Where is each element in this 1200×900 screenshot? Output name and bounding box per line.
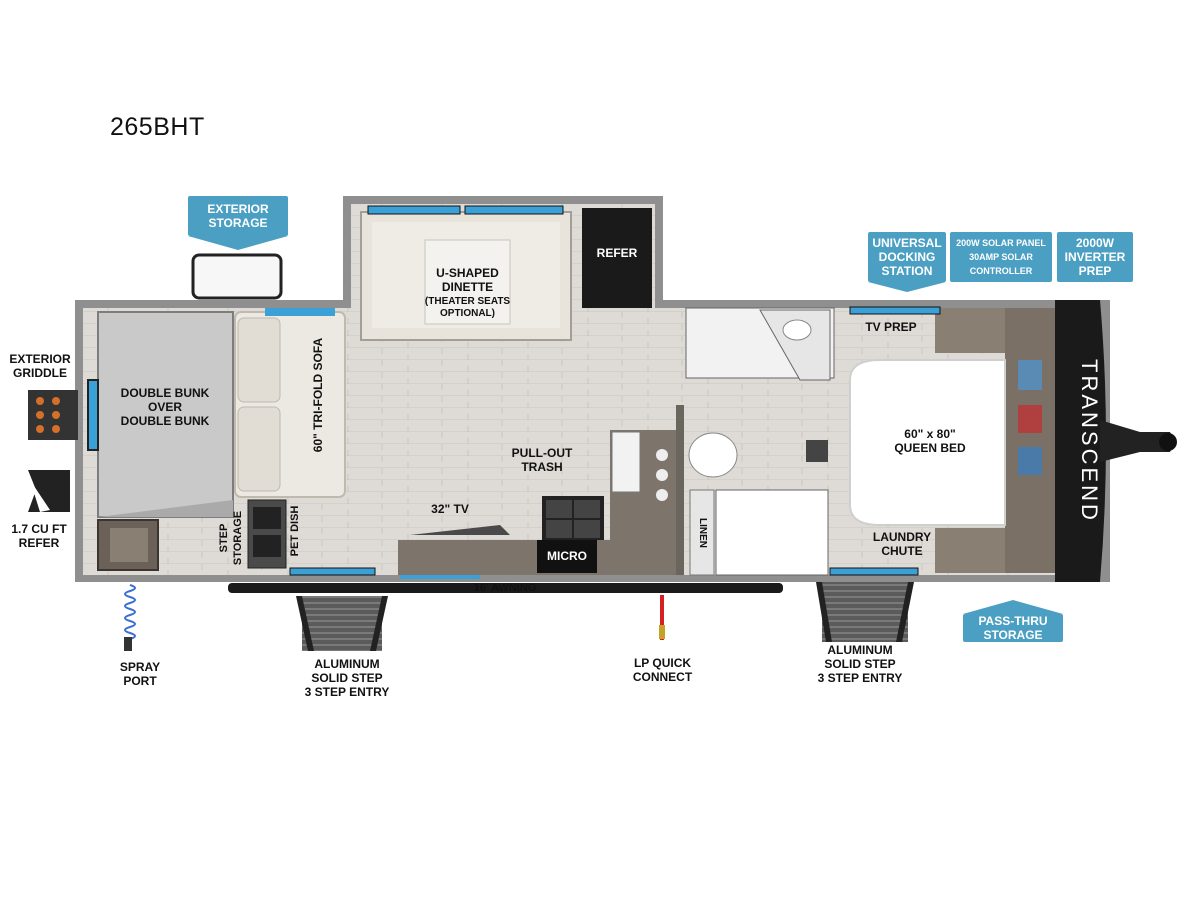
label-awning: 16' AWNING [473, 582, 537, 594]
sink [611, 431, 641, 493]
label-refer: REFER [596, 246, 638, 260]
label-pet-dish: PET DISH [289, 505, 301, 557]
callout-arrow [868, 282, 946, 292]
brand-text: TRANSCEND [1077, 359, 1102, 523]
label-step-left: ALUMINUM SOLID STEP 3 STEP ENTRY [304, 657, 390, 699]
micro-box [537, 540, 597, 573]
refrigerator [582, 208, 652, 308]
spray-hose [124, 584, 136, 640]
queen-bed [849, 359, 1006, 526]
dinette-table [424, 239, 511, 325]
dinette-window-left [367, 205, 461, 215]
label-spray-port: SPRAY PORT [119, 660, 161, 688]
tv-mount [410, 525, 510, 535]
label-dinette: U-SHAPED DINETTE [436, 266, 499, 294]
label-tv: 32" TV [431, 502, 469, 516]
step-right [822, 582, 908, 642]
label-lp-connect: LP QUICK CONNECT [632, 656, 693, 684]
label-linen: LINEN [697, 518, 708, 548]
callout-inverter: 2000W INVERTER PREP [1057, 232, 1133, 282]
callout-solar: 200W SOLAR PANEL 30AMP SOLAR CONTROLLER [950, 232, 1052, 282]
callout-arrow [188, 236, 288, 250]
label-sofa: 60" TRI-FOLD SOFA [311, 337, 325, 453]
front-wardrobe [1005, 308, 1055, 573]
window-bottom-1 [289, 567, 376, 576]
linen-cabinet [689, 489, 715, 576]
label-tv-prep: TV PREP [865, 320, 917, 334]
exterior-storage-door [191, 253, 283, 300]
label-step-right: ALUMINUM SOLID STEP 3 STEP ENTRY [817, 643, 903, 685]
label-bed: 60" x 80" QUEEN BED [894, 427, 966, 455]
label-double-bunk: DOUBLE BUNK OVER DOUBLE BUNK [120, 386, 210, 428]
bath-sink [782, 319, 812, 341]
label-dinette-note: (THEATER SEATS OPTIONAL) [424, 296, 511, 319]
shower [715, 489, 829, 576]
sofa-window [265, 308, 335, 316]
label-exterior-griddle: EXTERIOR GRIDDLE [9, 352, 71, 380]
tv-prep-window [849, 306, 941, 315]
label-laundry-chute: LAUNDRY CHUTE [872, 530, 932, 558]
step-left [302, 596, 382, 651]
front-cap [1055, 300, 1106, 582]
callout-pass-thru: PASS-THRU STORAGE [963, 614, 1063, 642]
label-pull-out-trash: PULL-OUT TRASH [511, 446, 573, 474]
callout-exterior-storage: EXTERIOR STORAGE [188, 196, 288, 236]
callout-universal-docking: UNIVERSAL DOCKING STATION [868, 232, 946, 282]
bunk-window [87, 379, 99, 451]
model-name: 265BHT [110, 113, 205, 141]
window-bottom-3 [400, 575, 480, 579]
label-refer-small: 1.7 CU FT REFER [11, 522, 67, 550]
hitch [1100, 420, 1175, 462]
toilet [688, 432, 738, 478]
callout-arrow [963, 600, 1063, 614]
brand-mark: TRANSCEND [1077, 359, 1102, 523]
awning [228, 583, 783, 593]
dinette-window-right [464, 205, 564, 215]
label-step-storage: STEP STORAGE [218, 510, 244, 566]
window-bottom-2 [829, 567, 919, 576]
bunk-bed [97, 311, 234, 518]
label-micro: MICRO [547, 549, 587, 563]
